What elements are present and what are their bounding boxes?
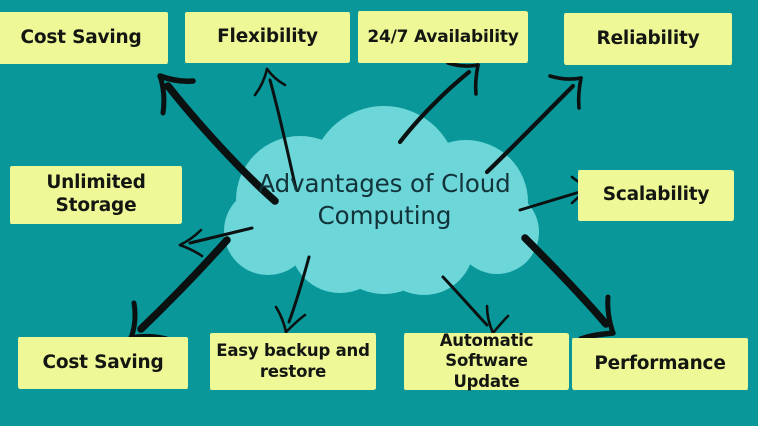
note-label-line: Software Update: [445, 351, 528, 391]
arrow-to-cost-saving-top: [157, 73, 279, 205]
note-label: Reliability: [597, 28, 700, 51]
arrow-to-reliability: [484, 74, 583, 175]
note-label: 24/7 Availability: [367, 26, 519, 48]
note-label-line: Performance: [594, 352, 726, 374]
note-reliability[interactable]: Reliability: [564, 13, 732, 65]
arrow-to-flexibility: [253, 67, 298, 191]
note-label-line: Reliability: [596, 27, 700, 49]
note-label: Scalability: [603, 184, 710, 207]
cloud-group: [224, 106, 539, 295]
arrow-to-unlimited-storage: [178, 226, 254, 258]
note-label-line: Automatic: [439, 331, 534, 351]
arrow-to-cost-saving-bottom: [128, 236, 231, 342]
note-label-line: Easy backup and: [216, 341, 370, 361]
arrow-to-automatic-update: [441, 275, 510, 335]
note-label-line: Cost Saving: [42, 351, 164, 373]
note-label: Flexibility: [217, 26, 318, 49]
note-label: Cost Saving: [20, 27, 141, 50]
note-label: Cost Saving: [42, 352, 163, 375]
note-scalability[interactable]: Scalability: [578, 170, 734, 221]
note-label: Performance: [594, 352, 726, 376]
arrow-to-easy-backup: [274, 255, 311, 334]
note-label-line: restore: [259, 361, 327, 381]
note-label-line: 24/7 Availability: [367, 26, 519, 47]
note-performance[interactable]: Performance: [572, 338, 748, 390]
arrow-to-performance: [521, 234, 616, 342]
note-label-line: Scalability: [602, 184, 710, 206]
note-label-line: Cost Saving: [20, 26, 142, 48]
note-label-line: Storage: [55, 195, 137, 216]
arrow-to-availability: [397, 61, 480, 145]
note-flexibility[interactable]: Flexibility: [185, 12, 350, 63]
note-availability[interactable]: 24/7 Availability: [358, 11, 528, 63]
note-label-line: Flexibility: [217, 26, 318, 48]
note-cost-saving-top[interactable]: Cost Saving: [0, 12, 168, 64]
note-label-line: Unlimited: [46, 172, 146, 194]
note-cost-saving-bottom[interactable]: Cost Saving: [18, 337, 188, 389]
